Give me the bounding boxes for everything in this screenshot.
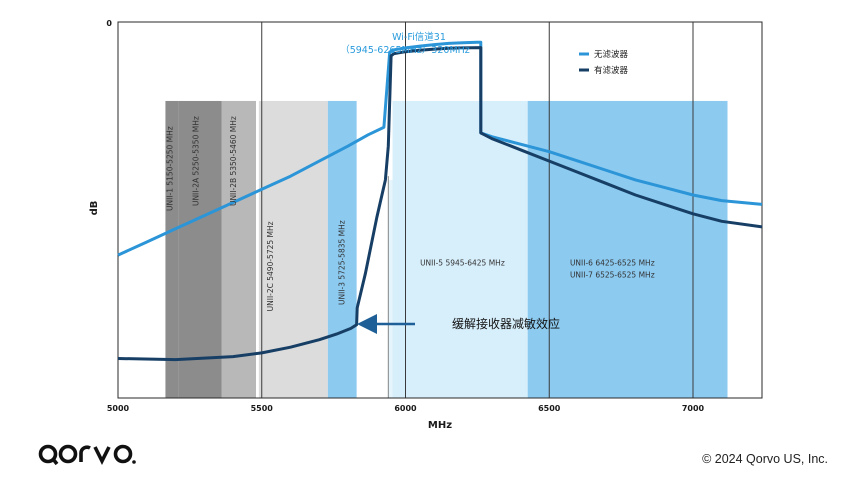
band-label-2: UNII-2A 5250-5350 MHz [192, 116, 201, 206]
series-line-with-filter [117, 46, 763, 362]
channel-title: Wi-Fi信道31 [392, 31, 446, 43]
copyright-notice: © 2024 Qorvo US, Inc. [702, 452, 828, 466]
y-axis-label: dB [89, 201, 100, 216]
legend: 无滤波器 有滤波器 [579, 49, 629, 76]
channel-range: （5945-6265MHz）320MHz [340, 44, 470, 56]
legend-label-no-filter: 无滤波器 [594, 49, 629, 60]
x-axis-label: MHz [428, 420, 452, 431]
series-line-no-filter [117, 40, 763, 257]
band-4 [258, 100, 328, 399]
y-tick-top: 0 [106, 19, 112, 28]
plot-frame [117, 21, 763, 399]
band-2 [178, 100, 222, 399]
x-tick-6500: 6500 [538, 404, 561, 413]
band-6 [392, 100, 528, 399]
band-label-unii6: UNII-6 6425-6525 MHz [570, 259, 655, 268]
band-label-3: UNII-2B 5350-5460 MHz [229, 116, 238, 206]
band-label-5: UNII-3 5725-5835 MHz [338, 220, 347, 305]
x-tick-5500: 5500 [251, 404, 274, 413]
qorvo-logo-mark [38, 444, 136, 466]
x-tick-7000: 7000 [682, 404, 705, 413]
desense-annotation: 缓解接收器减敏效应 [452, 316, 560, 331]
band-1 [165, 100, 179, 399]
legend-label-with-filter: 有滤波器 [594, 65, 629, 76]
band-label-unii5: UNII-5 5945-6425 MHz [420, 259, 505, 268]
band-label-unii7: UNII-7 6525-6525 MHz [570, 271, 655, 280]
qorvo-logo [38, 441, 138, 473]
x-tick-5000: 5000 [107, 404, 130, 413]
band-label-4: UNII-2C 5490-5725 MHz [266, 221, 275, 311]
x-tick-6000: 6000 [394, 404, 417, 413]
band-3 [221, 100, 256, 399]
band-7 [527, 100, 728, 399]
band-label-1: UNII-1 5150-5250 MHz [166, 126, 175, 211]
